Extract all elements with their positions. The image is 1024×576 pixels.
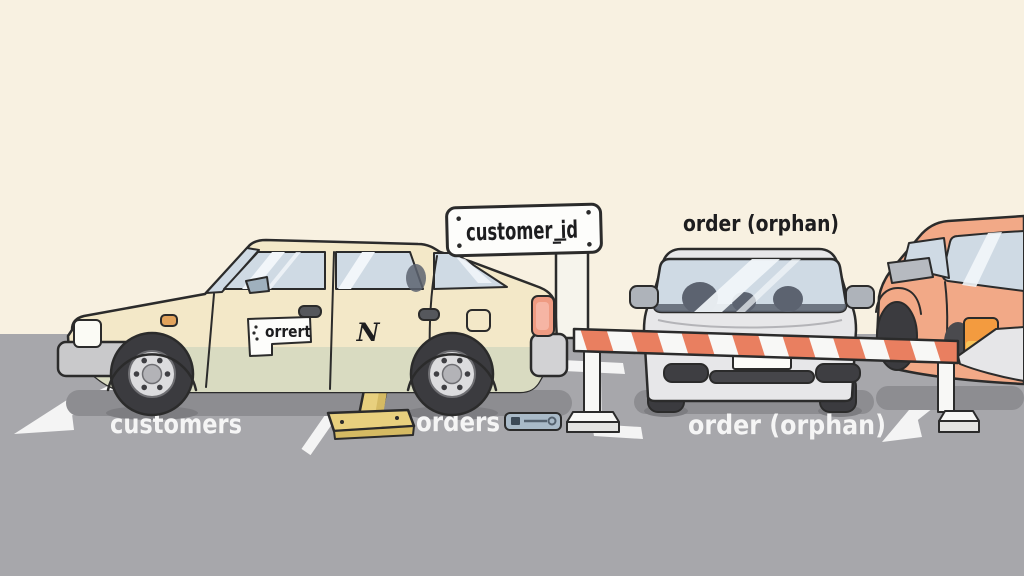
- beige-car-front-wheel: [109, 331, 195, 417]
- barrier-bar-outline: [572, 327, 960, 365]
- barrier-left-base-front: [566, 421, 620, 433]
- sign-stray-underscore: _: [554, 213, 567, 241]
- annotation-order-orphan: order (orphan): [683, 212, 839, 237]
- sticker-scribble: [252, 331, 256, 335]
- beige-car: orrert N: [56, 238, 569, 417]
- wheel-stop-base-front: [333, 425, 415, 440]
- barrier-right-base-front: [938, 420, 980, 433]
- beige-car-rear-bumper: [529, 332, 569, 378]
- beige-car-headlight: [73, 319, 102, 348]
- sign-board: [445, 202, 603, 258]
- gray-car-right-mirror: [845, 285, 875, 309]
- sign-label: customer_id: [466, 216, 579, 247]
- barrier-right-base-top: [938, 410, 980, 422]
- parking-arrow-right-head: [882, 404, 922, 442]
- beige-car-fender-marker: [160, 314, 178, 327]
- remote-device: [504, 412, 562, 431]
- beige-car-mirror: [245, 276, 270, 294]
- orange-car-window-streak: [962, 232, 1002, 287]
- beige-car-fuel-door: [466, 309, 491, 332]
- ground-label-customers: customers: [110, 409, 242, 440]
- beige-car-door-handle-front: [298, 305, 322, 318]
- customer-id-sign: customer_id _: [445, 202, 603, 258]
- beige-car-door-seam-front: [205, 293, 215, 388]
- sign-screw: [587, 241, 592, 247]
- beige-car-front-wheel-arch: [106, 353, 198, 392]
- gray-car-grille: [709, 370, 815, 384]
- beige-car-door-glyph: N: [356, 318, 381, 347]
- beige-car-tail-light-inner: [536, 302, 549, 330]
- gray-car-left-headlight: [663, 363, 709, 383]
- sign-post: [554, 250, 590, 340]
- orange-car-mirror: [887, 257, 934, 284]
- beige-car-window-streak-4: [456, 257, 492, 283]
- beige-car-window-streak-2: [266, 252, 301, 289]
- barrier-left-post: [583, 349, 601, 417]
- beige-car-door-handle-rear: [418, 308, 440, 321]
- beige-car-rear-wheel-arch: [406, 353, 498, 392]
- gray-car: [629, 247, 875, 413]
- beige-car-interior-shade: [406, 264, 426, 292]
- beige-car-door-sticker: [247, 316, 312, 357]
- ground-label-order-orphan: order (orphan): [688, 410, 886, 441]
- beige-car-door-seam-mid: [329, 251, 335, 390]
- gray-car-hood-crease: [657, 319, 843, 329]
- parking-arrow-left-head: [14, 398, 74, 434]
- gray-car-right-headlight: [815, 363, 861, 383]
- sign-screw: [586, 210, 591, 215]
- beige-car-rear-wheel: [409, 331, 495, 417]
- gray-car-interior: [654, 259, 846, 312]
- beige-car-sticker-label: orrert: [265, 322, 311, 341]
- beige-car-windshield: [205, 247, 260, 294]
- beige-car-window-streak-3: [338, 252, 375, 289]
- sticker-scribble: [255, 337, 259, 341]
- sign-screw: [456, 216, 461, 222]
- orange-car-wheel-arch: [875, 287, 922, 315]
- sign-screw: [457, 243, 462, 248]
- gray-car-left-mirror: [629, 285, 659, 309]
- sticker-scribble: [254, 325, 258, 329]
- barrier-left-base-top: [566, 411, 620, 423]
